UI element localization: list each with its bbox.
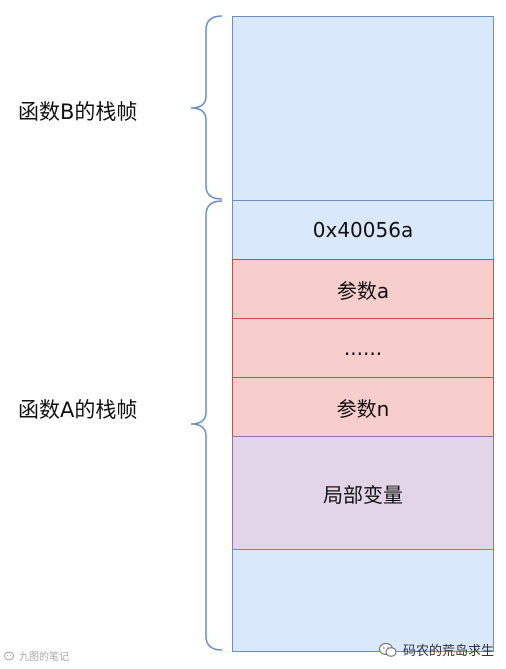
param-a-text: 参数a [336, 278, 390, 303]
frame-a-label: 函数A的栈帧 [18, 398, 138, 422]
ellipsis-block: ...... [232, 318, 494, 378]
param-n-block: 参数n [232, 377, 494, 437]
frame-b-brace [190, 15, 223, 200]
right-watermark: 码农的荒岛求生 [378, 640, 494, 659]
frame-a-bottom-block [232, 549, 494, 652]
wechat-icon [378, 642, 397, 657]
return-address-text: 0x40056a [312, 218, 414, 242]
frame-b-block [232, 16, 494, 201]
frame-a-brace [190, 200, 223, 651]
param-a-block: 参数a [232, 259, 494, 319]
param-n-text: 参数n [336, 396, 390, 421]
right-watermark-text: 码农的荒岛求生 [402, 644, 494, 659]
frame-braces [190, 15, 223, 651]
frame-b-label: 函数B的栈帧 [18, 100, 138, 124]
left-watermark-text: 九图的笔记 [19, 652, 69, 663]
locals-text: 局部变量 [323, 482, 403, 507]
wechat-icon [4, 651, 14, 660]
ellipsis-text: ...... [343, 336, 383, 360]
return-address-block: 0x40056a [232, 200, 494, 260]
left-watermark: 九图的笔记 [4, 648, 69, 663]
locals-block: 局部变量 [232, 436, 494, 550]
